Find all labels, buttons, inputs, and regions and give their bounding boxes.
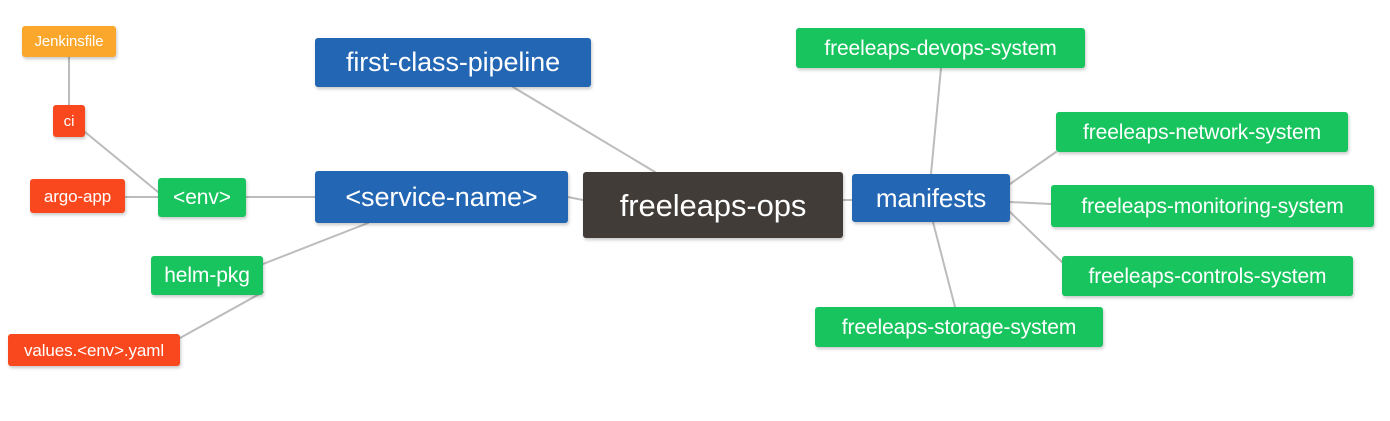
node-label-env: <env> xyxy=(173,186,231,209)
node-label-freeleaps-controls-system: freeleaps-controls-system xyxy=(1088,264,1327,288)
node-label-freeleaps-devops-system: freeleaps-devops-system xyxy=(824,36,1057,60)
node-label-freeleaps-monitoring-system: freeleaps-monitoring-system xyxy=(1081,194,1344,218)
node-jenkinsfile[interactable]: Jenkinsfile xyxy=(22,26,116,57)
edge-manifests-to-freeleaps-storage-system xyxy=(932,221,956,308)
edge-first-class-pipeline-to-freeleaps-ops xyxy=(512,86,656,173)
node-freeleaps-network-system[interactable]: freeleaps-network-system xyxy=(1056,112,1348,152)
node-service-name[interactable]: <service-name> xyxy=(315,171,568,223)
node-freeleaps-devops-system[interactable]: freeleaps-devops-system xyxy=(796,28,1085,68)
node-freeleaps-controls-system[interactable]: freeleaps-controls-system xyxy=(1062,256,1353,296)
node-label-service-name: <service-name> xyxy=(345,181,538,212)
node-label-freeleaps-network-system: freeleaps-network-system xyxy=(1082,120,1321,144)
edge-manifests-to-freeleaps-monitoring-system xyxy=(1009,201,1052,205)
node-argo-app[interactable]: argo-app xyxy=(30,179,125,213)
node-label-ci: ci xyxy=(63,112,75,130)
edge-manifests-to-freeleaps-network-system xyxy=(1009,151,1057,185)
node-label-argo-app: argo-app xyxy=(43,186,112,206)
node-label-first-class-pipeline: first-class-pipeline xyxy=(345,47,561,77)
node-manifests[interactable]: manifests xyxy=(852,174,1010,222)
node-freeleaps-ops[interactable]: freeleaps-ops xyxy=(583,172,843,238)
node-label-freeleaps-storage-system: freeleaps-storage-system xyxy=(841,315,1077,339)
node-values-env-yaml[interactable]: values.<env>.yaml xyxy=(8,334,180,366)
node-label-helm-pkg: helm-pkg xyxy=(164,264,250,287)
node-label-manifests: manifests xyxy=(875,183,987,213)
node-ci[interactable]: ci xyxy=(53,105,85,137)
node-label-jenkinsfile: Jenkinsfile xyxy=(34,33,104,50)
node-freeleaps-monitoring-system[interactable]: freeleaps-monitoring-system xyxy=(1051,185,1374,227)
node-helm-pkg[interactable]: helm-pkg xyxy=(151,256,263,295)
node-label-values-env-yaml: values.<env>.yaml xyxy=(23,340,165,360)
edge-helm-pkg-to-service-name xyxy=(262,222,369,265)
node-freeleaps-storage-system[interactable]: freeleaps-storage-system xyxy=(815,307,1103,347)
node-env[interactable]: <env> xyxy=(158,178,246,217)
edge-service-name-to-freeleaps-ops xyxy=(567,196,584,201)
node-label-freeleaps-ops: freeleaps-ops xyxy=(619,187,807,223)
node-first-class-pipeline[interactable]: first-class-pipeline xyxy=(315,38,591,87)
edge-manifests-to-freeleaps-devops-system xyxy=(930,67,942,175)
edge-values-env-yaml-to-helm-pkg xyxy=(179,291,264,339)
